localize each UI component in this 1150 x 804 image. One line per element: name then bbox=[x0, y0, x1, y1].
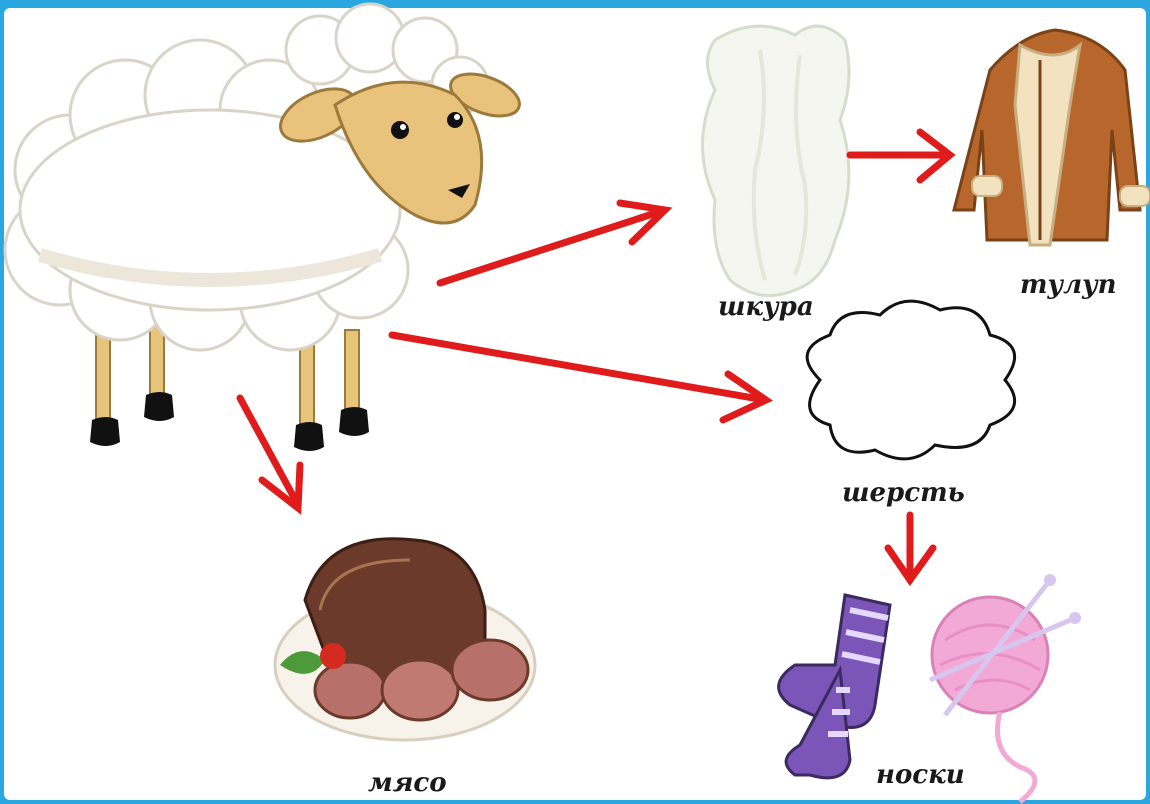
arrow-sheep-to-wool bbox=[392, 335, 765, 400]
label-skin: шкура bbox=[718, 292, 814, 322]
sheep-icon bbox=[5, 4, 525, 451]
sheepskin-icon bbox=[703, 26, 850, 296]
wool-cloud-icon bbox=[807, 301, 1014, 459]
arrow-sheep-to-skin bbox=[440, 210, 665, 283]
roast-meat-icon bbox=[275, 539, 535, 740]
label-coat: тулуп bbox=[1020, 270, 1117, 300]
sheepskin-coat-icon bbox=[954, 30, 1150, 245]
label-socks: носки bbox=[876, 760, 965, 790]
label-meat: мясо bbox=[368, 768, 447, 798]
label-wool: шерсть bbox=[842, 478, 965, 508]
